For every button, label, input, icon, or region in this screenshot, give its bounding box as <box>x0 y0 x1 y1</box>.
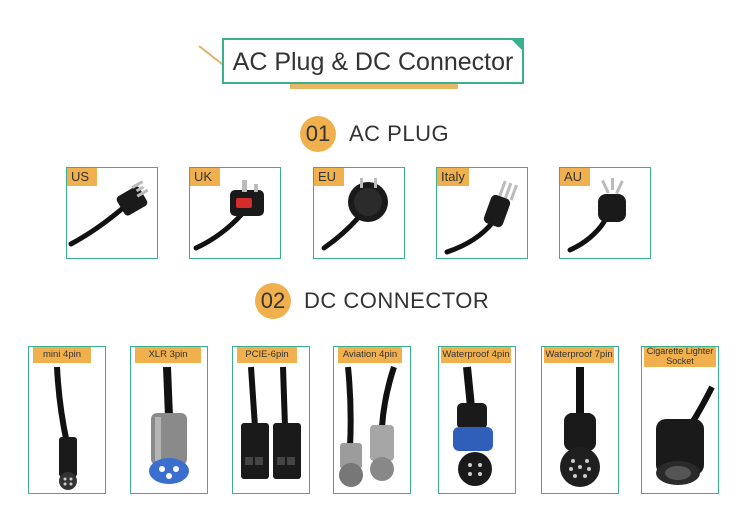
page-title: AC Plug & DC Connector <box>232 48 514 76</box>
italy-plug-icon <box>444 180 518 255</box>
ac-plug-label: AU <box>560 168 590 186</box>
dc-connector-card-waterproof-7pin: Waterproof 7pin <box>541 346 619 494</box>
title-underline <box>290 84 458 89</box>
waterproof-4pin-connector-icon <box>453 366 493 486</box>
ac-plug-card-us: US <box>66 167 158 259</box>
us-plug-icon <box>68 180 149 247</box>
dc-connector-card-cigarette-lighter-socket: Cigarette Lighter Socket <box>641 346 719 494</box>
title-corner-accent <box>510 38 524 52</box>
cigarette-lighter-socket-icon <box>656 385 715 485</box>
au-plug-icon <box>567 178 626 253</box>
ac-plug-label: US <box>67 168 97 186</box>
pcie-6pin-connector-icon <box>241 366 301 479</box>
dc-connector-card-xlr-3pin: XLR 3pin <box>130 346 208 494</box>
ac-plug-label: UK <box>190 168 220 186</box>
uk-plug-icon <box>193 180 264 251</box>
xlr-3pin-connector-icon <box>149 366 189 484</box>
eu-plug-icon <box>321 178 388 251</box>
section-label: AC PLUG <box>349 121 450 146</box>
dc-connector-label: Aviation 4pin <box>338 347 402 363</box>
mini-4pin-connector-icon <box>54 366 77 490</box>
dc-connector-label: XLR 3pin <box>135 347 201 363</box>
section-ac-plug-header: 01 AC PLUG <box>300 116 449 152</box>
ac-plug-card-italy: Italy <box>436 167 528 259</box>
dc-connector-label: Cigarette Lighter Socket <box>644 347 716 367</box>
dc-connector-card-aviation-4pin: Aviation 4pin <box>333 346 411 494</box>
section-number: 02 <box>255 283 291 319</box>
dc-connector-card-pcie-6pin: PCIE-6pin <box>232 346 310 494</box>
section-dc-connector-header: 02 DC CONNECTOR <box>255 283 489 319</box>
ac-plug-label: EU <box>314 168 344 186</box>
section-number: 01 <box>300 116 336 152</box>
ac-plug-label: Italy <box>437 168 469 186</box>
page-title-box: AC Plug & DC Connector <box>222 38 524 84</box>
dc-connector-card-mini-4pin: mini 4pin <box>28 346 106 494</box>
dc-connector-label: mini 4pin <box>33 347 91 363</box>
dc-connector-label: Waterproof 4pin <box>441 347 511 363</box>
ac-plug-card-eu: EU <box>313 167 405 259</box>
dc-connector-label: PCIE-6pin <box>237 347 297 363</box>
aviation-4pin-connector-icon <box>339 366 397 487</box>
ac-plug-card-au: AU <box>559 167 651 259</box>
section-label: DC CONNECTOR <box>304 288 490 313</box>
dc-connector-label: Waterproof 7pin <box>544 347 614 363</box>
waterproof-7pin-connector-icon <box>560 367 600 487</box>
dc-connector-card-waterproof-4pin: Waterproof 4pin <box>438 346 516 494</box>
ac-plug-card-uk: UK <box>189 167 281 259</box>
